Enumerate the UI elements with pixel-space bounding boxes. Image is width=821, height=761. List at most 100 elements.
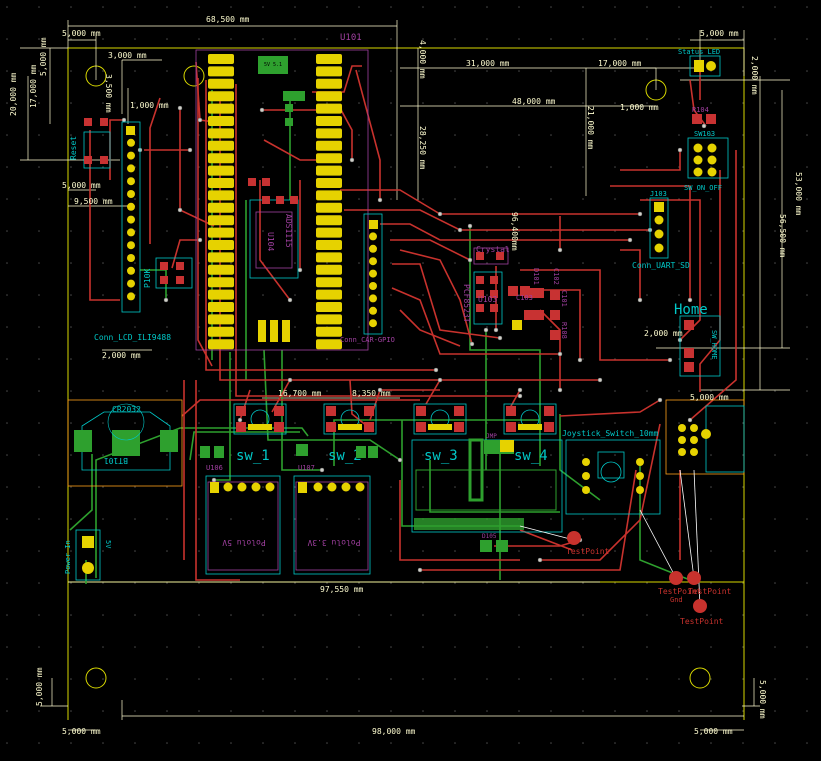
- c101-label: C101: [560, 290, 568, 307]
- dim-21: 21,000 mm: [586, 106, 595, 150]
- mcu-pin: [316, 252, 342, 263]
- pololu-regulator-u107[interactable]: Pololu 3.3V U107: [293, 464, 371, 575]
- testpoint-1[interactable]: TestPoint: [566, 531, 610, 556]
- dim-4: 4,000 mm: [418, 40, 427, 79]
- mcu-pin: [316, 215, 342, 226]
- pololu-b-label: Pololu 3.3V: [307, 538, 360, 547]
- tactile-switch-3[interactable]: [413, 403, 467, 435]
- usb-connector-pad: [258, 56, 288, 74]
- tactile-switch-4[interactable]: [503, 403, 557, 435]
- switch-pad: [274, 422, 284, 432]
- switch-pad: [416, 422, 426, 432]
- mcu-pin: [208, 116, 234, 126]
- lcd-pin: [127, 292, 135, 301]
- adc-ads1115-u104[interactable]: ADS1115 U104: [248, 178, 299, 279]
- on-off-switch-sw103[interactable]: SW103 SW_ON_OFF: [684, 130, 729, 192]
- mcu-pin: [208, 91, 234, 102]
- mcu-pin: [208, 66, 234, 77]
- testpoint-2-label: TestPoint: [658, 587, 702, 596]
- mcu-module-u101[interactable]: 5V 5.1 U101: [195, 33, 369, 351]
- sw2-label: sw_2: [328, 448, 362, 464]
- pololu-regulator-u106[interactable]: Pololu 5V U106: [205, 464, 281, 575]
- switch-pad: [364, 422, 374, 432]
- testpoint-1-label: TestPoint: [566, 547, 610, 556]
- cr2032-battery[interactable]: CR2032 BT101: [67, 399, 183, 487]
- cr2032-label: CR2032: [112, 405, 141, 414]
- mcu-pin: [316, 240, 342, 250]
- mcu-bottom-pad: [282, 320, 290, 342]
- test-points[interactable]: [519, 469, 701, 607]
- status-led[interactable]: Status LED R104: [678, 48, 721, 124]
- sw4-label: sw_4: [514, 448, 548, 464]
- mcu-pin: [208, 78, 234, 89]
- u103-label: U103: [478, 295, 497, 304]
- lcd-pin: [127, 228, 135, 237]
- usb-power-jack[interactable]: [665, 399, 745, 475]
- switch-pad: [326, 406, 336, 416]
- mcu-pin: [316, 78, 342, 89]
- potentiometer-p10k[interactable]: P10K: [143, 257, 193, 289]
- power-in-connector[interactable]: Power In 5V: [64, 529, 112, 581]
- joystick-label: Joystick_Switch_10mm: [562, 429, 659, 438]
- lcd-pin: [126, 126, 135, 135]
- dim-56-5: 56,500 mm: [778, 214, 787, 258]
- car-gpio-connector[interactable]: Conn_CAR-GPIO: [340, 213, 395, 344]
- mcu-pin: [208, 140, 234, 151]
- pcf-label: PCF8523T: [462, 284, 471, 323]
- reset-switch[interactable]: Reset: [69, 118, 111, 169]
- sw-on-off-label: SW_ON_OFF: [684, 184, 722, 192]
- dim-5-left-vert: 5,000 mm: [39, 37, 48, 76]
- tactile-switch-2[interactable]: [323, 403, 377, 435]
- home-switch[interactable]: Home SW_HOME: [674, 302, 721, 377]
- dim-2-left: 2,000 mm: [102, 351, 141, 360]
- d105-label: D105: [482, 533, 497, 540]
- reset-label: Reset: [69, 136, 78, 160]
- switch-outline: [233, 403, 287, 435]
- switch-pad: [236, 406, 246, 416]
- mcu-pin: [316, 289, 342, 300]
- mcu-pin: [208, 264, 234, 275]
- u101-label: U101: [340, 33, 362, 43]
- mcu-pin: [208, 326, 234, 337]
- gpio-pin: [369, 294, 377, 303]
- d101-label: D101: [532, 268, 540, 285]
- lcd-pin: [127, 215, 135, 224]
- mcu-right-pin-column: [316, 54, 342, 350]
- d105-diode[interactable]: D105: [480, 533, 508, 552]
- testpoint-4-label: TestPoint: [680, 617, 724, 626]
- testpoint-3-label: TestPoint: [688, 587, 732, 596]
- testpoint-2[interactable]: TestPoint Gnd: [658, 571, 702, 604]
- mcu-pin: [316, 116, 342, 126]
- tactile-switch-1[interactable]: [233, 403, 287, 435]
- gpio-pin: [369, 232, 377, 241]
- uart-sd-connector-j103[interactable]: J103 Conn_UART_SD: [632, 190, 690, 270]
- testpoint-3[interactable]: TestPoint: [687, 571, 732, 596]
- switch-pad: [364, 406, 374, 416]
- joystick-switch[interactable]: Joystick_Switch_10mm: [562, 429, 661, 515]
- tactile-switch-row[interactable]: [233, 403, 557, 435]
- sw-home-label: SW_HOME: [710, 330, 718, 360]
- mcu-pin: [208, 252, 234, 263]
- dim-2-home: 2,000 mm: [644, 329, 683, 338]
- switch-pad: [274, 406, 284, 416]
- rtc-area[interactable]: Crystal PCF8523T U103 D101 C102 C101 R10…: [462, 245, 568, 340]
- usb-label: 5V 5.1: [264, 62, 282, 68]
- dim-5-bottom-right: 5,000 mm: [694, 727, 733, 736]
- display-connector[interactable]: JMP: [411, 433, 563, 533]
- mcu-pin: [208, 202, 234, 213]
- testpoint-4[interactable]: TestPoint: [680, 599, 724, 626]
- switch-outline: [413, 403, 467, 435]
- dim-5-top-right: 5,000 mm: [700, 29, 739, 38]
- dim-17-left: 17,000 mm: [29, 64, 38, 108]
- dim-2-right-vert: 2,000 mm: [750, 56, 759, 95]
- lcd-pin: [127, 151, 135, 160]
- lcd-connector[interactable]: Conn_LCD_ILI9488: [94, 121, 171, 342]
- dim-8-35: 8,350 mm: [352, 389, 391, 398]
- mcu-pin: [208, 54, 234, 64]
- dimension-text: 68,500 mm 5,000 mm 3,000 mm 3,500 mm 1,0…: [9, 15, 803, 736]
- switch-label-pad: [428, 424, 452, 430]
- lcd-pin: [127, 254, 135, 262]
- switch-label-pad: [338, 424, 362, 430]
- lcd-pin: [127, 190, 135, 198]
